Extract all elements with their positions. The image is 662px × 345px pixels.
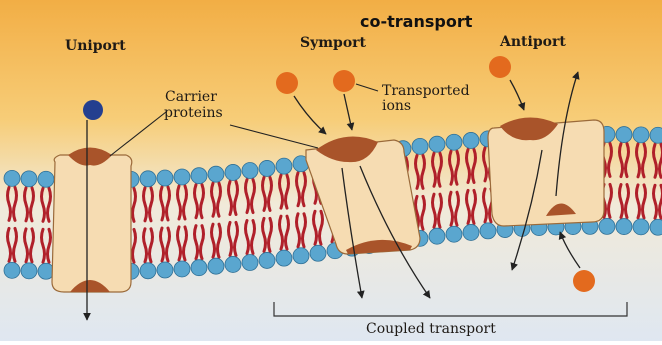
- transported-ions-label-line1: Transported: [382, 83, 470, 99]
- lipid-head: [21, 263, 37, 279]
- symport-label: Symport: [300, 35, 367, 51]
- lipid-head: [242, 163, 258, 179]
- ion-orange: [333, 70, 355, 92]
- carrier-protein-uniport: [52, 148, 132, 293]
- lipid-head: [633, 219, 649, 235]
- lipid-head: [38, 171, 54, 187]
- lipid-head: [4, 262, 20, 278]
- lipid-head: [463, 224, 479, 240]
- carrier-protein-antiport: [488, 117, 604, 226]
- lipid-head: [4, 170, 20, 186]
- lipid-head: [157, 170, 173, 186]
- carrier-proteins-label-line1: Carrier: [165, 89, 217, 105]
- lipid-head: [429, 228, 445, 244]
- lipid-head: [310, 245, 326, 261]
- lipid-head: [174, 169, 190, 185]
- lipid-head: [650, 127, 662, 143]
- lipid-head: [259, 160, 275, 176]
- ion-orange: [573, 270, 595, 292]
- lipid-head: [599, 218, 615, 234]
- ion-orange: [489, 56, 511, 78]
- coupled-transport-label: Coupled transport: [366, 321, 496, 337]
- lipid-head: [276, 158, 292, 174]
- uniport-label: Uniport: [65, 38, 126, 54]
- lipid-head: [225, 164, 241, 180]
- lipid-head: [446, 134, 462, 150]
- ion-orange: [276, 72, 298, 94]
- lipid-head: [191, 168, 207, 184]
- lipid-head: [616, 219, 632, 235]
- lipid-head: [616, 127, 632, 143]
- lipid-head: [293, 248, 309, 264]
- lipid-head: [140, 171, 156, 187]
- ion-blue: [83, 100, 103, 120]
- lipid-head: [157, 262, 173, 278]
- lipid-head: [21, 171, 37, 187]
- lipid-head: [208, 166, 224, 182]
- antiport-label: Antiport: [499, 34, 566, 50]
- lipid-head: [480, 223, 496, 239]
- carrier-proteins-label-line2: proteins: [164, 105, 223, 121]
- lipid-head: [633, 127, 649, 143]
- lipid-head: [174, 261, 190, 277]
- lipid-head: [429, 136, 445, 152]
- diagram-title: co-transport: [360, 12, 473, 31]
- lipid-head: [225, 256, 241, 272]
- lipid-head: [412, 138, 428, 154]
- lipid-head: [463, 132, 479, 148]
- lipid-head: [140, 263, 156, 279]
- lipid-head: [650, 219, 662, 235]
- lipid-head: [276, 250, 292, 266]
- lipid-head: [259, 252, 275, 268]
- transported-ions-label-line2: ions: [382, 98, 411, 114]
- lipid-head: [208, 258, 224, 274]
- lipid-head: [446, 226, 462, 242]
- lipid-head: [191, 260, 207, 276]
- lipid-head: [242, 255, 258, 271]
